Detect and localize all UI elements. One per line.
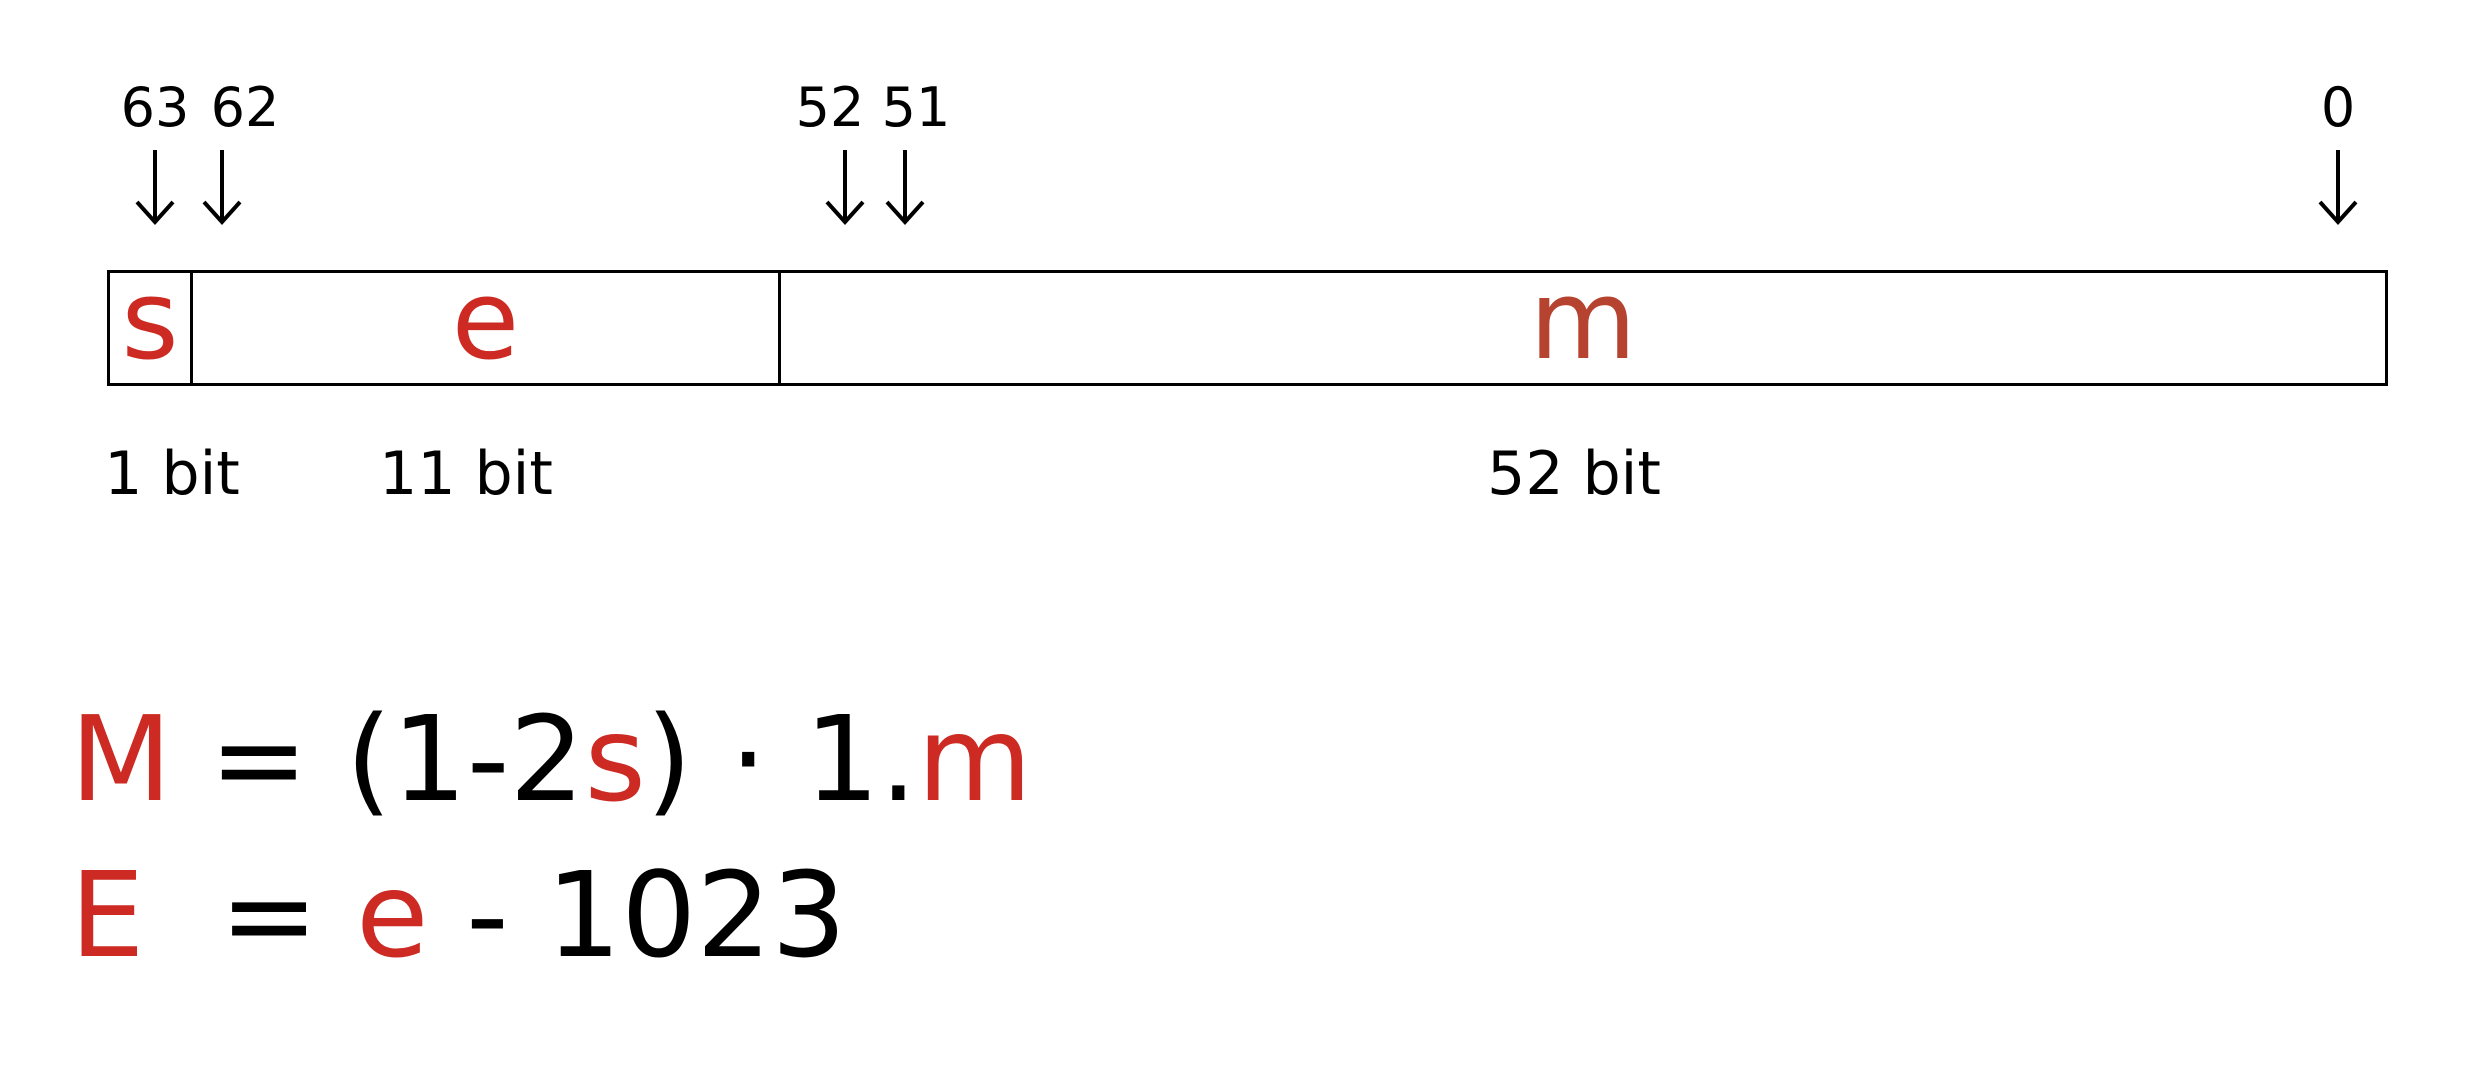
sign-field: s	[110, 265, 193, 383]
formula-mantissa-eq: = (1-2	[171, 690, 585, 828]
arrow-down-icon	[885, 150, 925, 225]
double-precision-register: s e m	[107, 265, 2388, 386]
bit-label-52: 52	[795, 76, 865, 139]
exponent-field: e	[193, 265, 781, 383]
formula-exponent-rest: - 1023	[428, 846, 847, 984]
mantissa-field: m	[781, 265, 2385, 383]
formula-exponent-symbol: E	[70, 846, 145, 984]
bit-label-0: 0	[2320, 76, 2356, 139]
exponent-field-label: e	[451, 256, 520, 384]
arrow-down-icon	[202, 150, 242, 225]
arrow-down-icon	[2318, 150, 2358, 225]
formula-exponent-eq: =	[144, 846, 356, 984]
bit-label-62: 62	[210, 76, 280, 139]
exponent-formula: E = e - 1023	[70, 856, 846, 974]
arrow-down-icon	[825, 150, 865, 225]
sign-width-label: 1 bit	[104, 439, 240, 509]
formula-e-var: e	[355, 846, 429, 984]
formula-sign-var: s	[584, 690, 646, 828]
arrow-down-icon	[135, 150, 175, 225]
exponent-width-label: 11 bit	[379, 439, 553, 509]
mantissa-formula: M = (1-2s) · 1.m	[70, 700, 1032, 818]
mantissa-width-label: 52 bit	[1487, 439, 1661, 509]
sign-field-label: s	[121, 256, 179, 384]
mantissa-field-label: m	[1529, 256, 1637, 384]
formula-mantissa-symbol: M	[70, 690, 172, 828]
formula-mantissa-mid: ) · 1.	[645, 690, 918, 828]
formula-m-var: m	[917, 690, 1033, 828]
bit-label-63: 63	[120, 76, 190, 139]
bit-label-51: 51	[881, 76, 951, 139]
